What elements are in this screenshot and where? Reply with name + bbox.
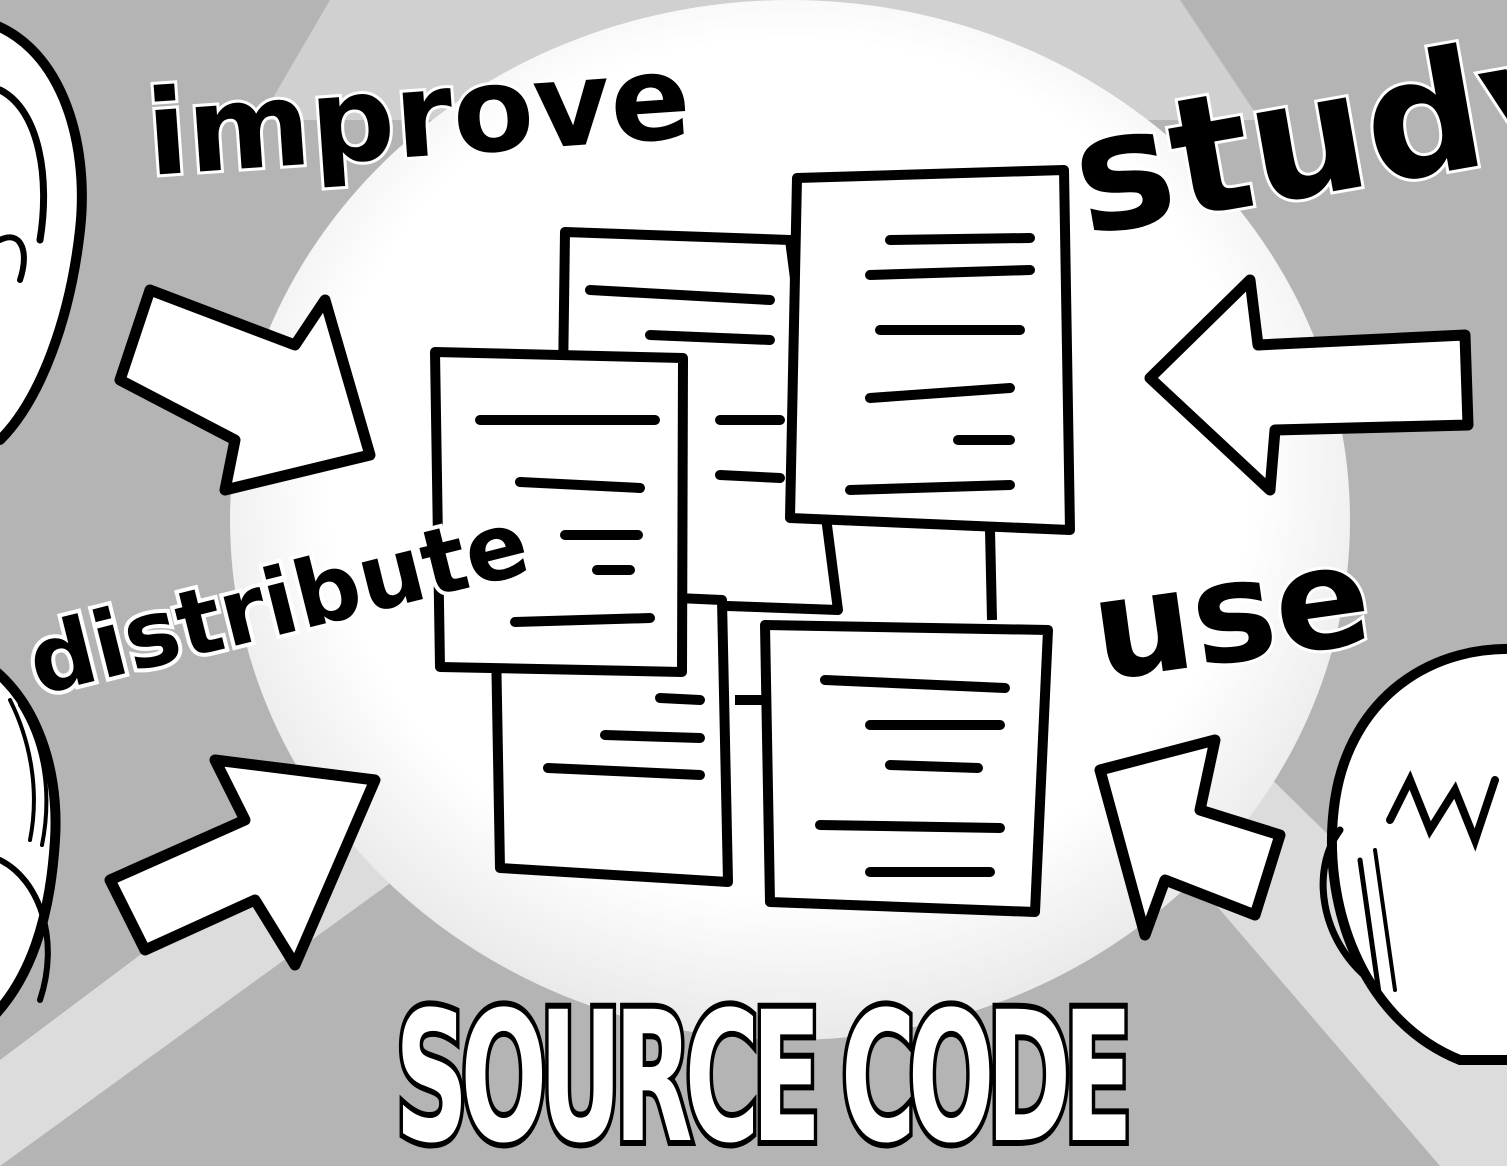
document-icon-front-left (430, 347, 688, 677)
arrow-icon-improve (114, 284, 376, 496)
document-icon-top-right (785, 165, 1075, 535)
label-use: use (1082, 514, 1380, 714)
person-icon-left (0, 21, 87, 1017)
arrow-icon-distribute (104, 754, 381, 971)
person-icon-right (1319, 644, 1507, 1065)
title-source-code: SOURCE CODE (395, 974, 1126, 1166)
document-icon-bottom-right (760, 620, 1053, 917)
arrow-icon-use (1094, 734, 1286, 941)
arrow-icon-study (1144, 274, 1474, 496)
